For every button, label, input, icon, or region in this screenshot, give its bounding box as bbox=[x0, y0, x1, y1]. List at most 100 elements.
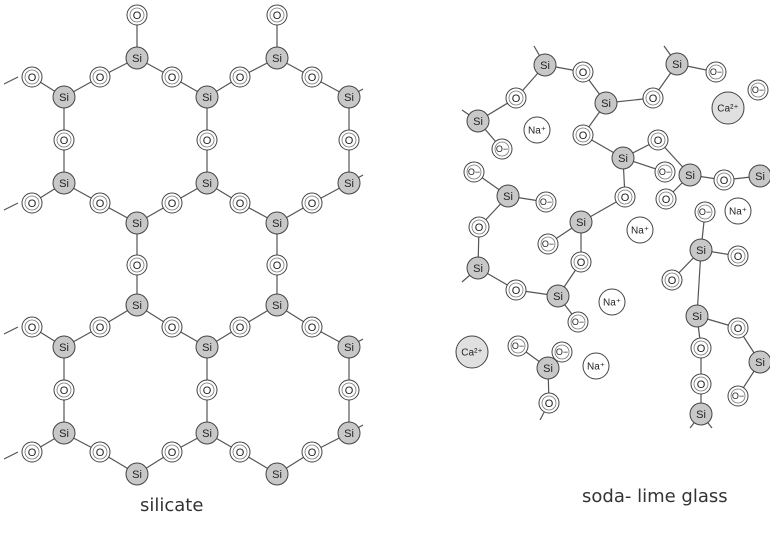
svg-text:O: O bbox=[236, 322, 245, 334]
svg-text:O−: O− bbox=[496, 144, 508, 154]
silicon-atom: Si bbox=[125, 293, 149, 317]
silicon-atom: Si bbox=[125, 462, 149, 486]
svg-text:O: O bbox=[168, 72, 177, 84]
silicon-atom: Si bbox=[337, 171, 361, 195]
svg-text:O: O bbox=[577, 257, 586, 269]
sodium-ion: Na⁺ bbox=[724, 197, 752, 225]
oxygen-ion: O− bbox=[507, 335, 529, 357]
svg-text:Si: Si bbox=[202, 92, 212, 104]
svg-text:O: O bbox=[621, 192, 630, 204]
svg-text:O−: O− bbox=[752, 85, 764, 95]
svg-text:O−: O− bbox=[732, 391, 744, 401]
oxygen-atom: O bbox=[89, 441, 111, 463]
svg-text:Si: Si bbox=[59, 342, 69, 354]
svg-text:O: O bbox=[308, 72, 317, 84]
oxygen-ion: O− bbox=[537, 233, 559, 255]
svg-text:O: O bbox=[734, 251, 743, 263]
oxygen-atom: O bbox=[642, 87, 664, 109]
svg-text:O−: O− bbox=[556, 347, 568, 357]
svg-text:Si: Si bbox=[618, 153, 628, 165]
svg-text:Si: Si bbox=[132, 300, 142, 312]
silicate-caption: silicate bbox=[140, 495, 204, 516]
svg-text:O: O bbox=[96, 198, 105, 210]
sodium-ion: Na⁺ bbox=[598, 288, 626, 316]
svg-text:Si: Si bbox=[692, 311, 702, 323]
svg-text:O: O bbox=[96, 72, 105, 84]
oxygen-atom: O bbox=[301, 316, 323, 338]
soda-lime-glass-caption: soda- lime glass bbox=[582, 486, 728, 507]
svg-text:O: O bbox=[649, 93, 658, 105]
svg-text:O: O bbox=[168, 198, 177, 210]
oxygen-atom: O bbox=[53, 379, 75, 401]
dangling-bond bbox=[3, 202, 19, 211]
dangling-bond bbox=[3, 451, 19, 460]
svg-text:Si: Si bbox=[601, 98, 611, 110]
silicon-atom: Si bbox=[195, 421, 219, 445]
svg-text:Si: Si bbox=[344, 342, 354, 354]
silicon-atom: Si bbox=[748, 350, 770, 374]
svg-text:Si: Si bbox=[202, 178, 212, 190]
svg-text:Si: Si bbox=[540, 60, 550, 72]
svg-text:O: O bbox=[60, 385, 69, 397]
svg-text:Si: Si bbox=[272, 469, 282, 481]
svg-text:O: O bbox=[96, 447, 105, 459]
svg-text:O: O bbox=[579, 130, 588, 142]
svg-text:O: O bbox=[734, 323, 743, 335]
silicon-atom: Si bbox=[496, 184, 520, 208]
svg-text:O: O bbox=[345, 135, 354, 147]
oxygen-atom: O bbox=[126, 4, 148, 26]
svg-text:Si: Si bbox=[503, 191, 513, 203]
svg-text:O: O bbox=[168, 447, 177, 459]
sodium-ion: Na⁺ bbox=[523, 116, 551, 144]
svg-text:O: O bbox=[60, 135, 69, 147]
oxygen-atom: O bbox=[614, 186, 636, 208]
silicon-atom: Si bbox=[52, 335, 76, 359]
oxygen-atom: O bbox=[53, 129, 75, 151]
oxygen-atom: O bbox=[126, 254, 148, 276]
oxygen-atom: O bbox=[161, 316, 183, 338]
svg-text:Si: Si bbox=[344, 178, 354, 190]
oxygen-atom: O bbox=[21, 316, 43, 338]
svg-text:Si: Si bbox=[344, 428, 354, 440]
oxygen-ion: O− bbox=[705, 61, 727, 83]
svg-text:Na⁺: Na⁺ bbox=[729, 207, 747, 218]
svg-text:O: O bbox=[28, 72, 37, 84]
svg-text:O−: O− bbox=[468, 167, 480, 177]
oxygen-atom: O bbox=[301, 66, 323, 88]
silicon-atom: Si bbox=[611, 146, 635, 170]
svg-text:Si: Si bbox=[202, 342, 212, 354]
silicon-atom: Si bbox=[195, 171, 219, 195]
silicon-atom: Si bbox=[337, 421, 361, 445]
oxygen-ion: O− bbox=[551, 341, 573, 363]
svg-text:Si: Si bbox=[685, 170, 695, 182]
svg-text:Si: Si bbox=[755, 357, 765, 369]
oxygen-atom: O bbox=[505, 87, 527, 109]
svg-text:O−: O− bbox=[710, 67, 722, 77]
oxygen-atom: O bbox=[727, 317, 749, 339]
oxygen-atom: O bbox=[89, 192, 111, 214]
sodium-ion: Na⁺ bbox=[582, 352, 610, 380]
svg-text:O: O bbox=[28, 322, 37, 334]
oxygen-atom: O bbox=[21, 66, 43, 88]
svg-text:O: O bbox=[697, 379, 706, 391]
oxygen-atom: O bbox=[505, 279, 527, 301]
svg-text:O: O bbox=[96, 322, 105, 334]
svg-text:O: O bbox=[654, 135, 663, 147]
svg-text:O−: O− bbox=[572, 317, 584, 327]
svg-text:O−: O− bbox=[540, 197, 552, 207]
svg-text:O: O bbox=[512, 93, 521, 105]
silicon-atom: Si bbox=[195, 335, 219, 359]
calcium-ion: Ca²⁺ bbox=[455, 335, 489, 369]
svg-text:Si: Si bbox=[672, 59, 682, 71]
silicon-atom: Si bbox=[689, 402, 713, 426]
oxygen-atom: O bbox=[161, 441, 183, 463]
svg-text:O: O bbox=[236, 447, 245, 459]
oxygen-atom: O bbox=[196, 379, 218, 401]
oxygen-atom: O bbox=[301, 192, 323, 214]
silicon-atom: Si bbox=[52, 85, 76, 109]
oxygen-ion: O− bbox=[727, 385, 749, 407]
silicon-atom: Si bbox=[665, 52, 689, 76]
svg-text:O: O bbox=[168, 322, 177, 334]
oxygen-atom: O bbox=[661, 269, 683, 291]
